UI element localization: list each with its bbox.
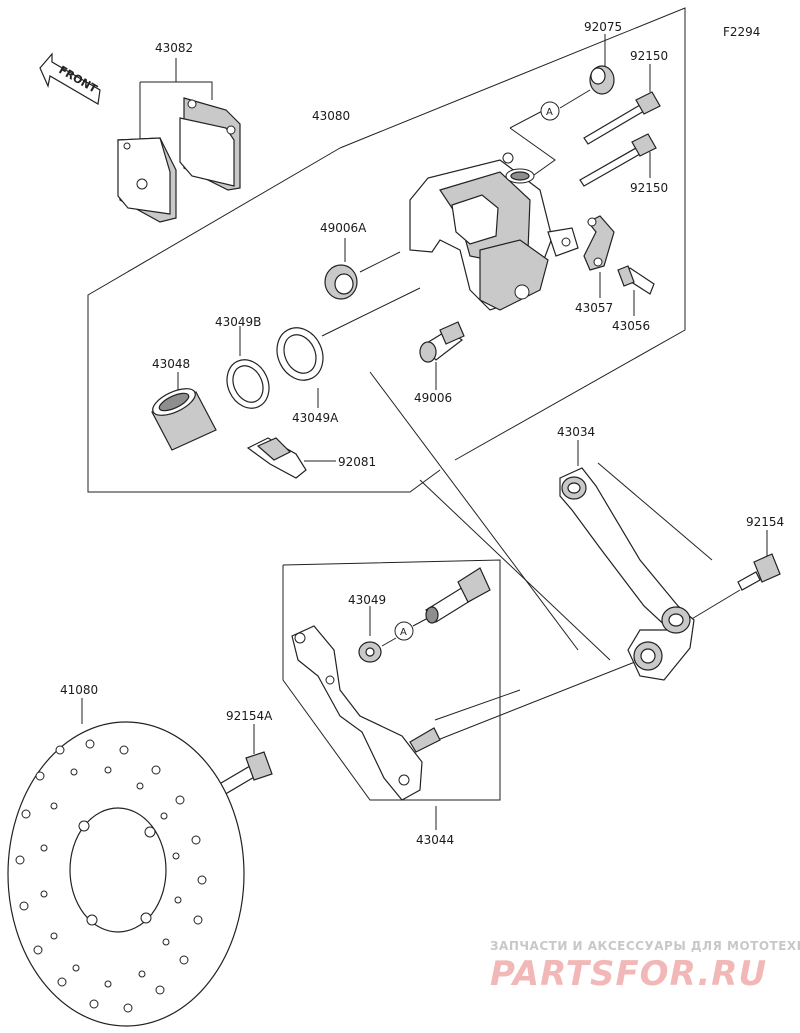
figure-code: F2294 [723,25,760,39]
front-direction-arrow: FRONT [39,52,101,105]
label-43049A: 43049A [292,411,339,425]
slide-pin [425,567,491,624]
label-43044: 43044 [416,833,454,847]
label-43049B: 43049B [215,315,261,329]
caliper-body [409,152,579,311]
label-43048: 43048 [152,357,190,371]
bolt-92154 [737,530,781,591]
bracket-assembly-frame [282,371,641,801]
label-92150-lower: 92150 [630,181,668,195]
bolt-49006 [419,321,465,390]
label-43056: 43056 [612,319,650,333]
label-43049: 43049 [348,593,386,607]
clip-43057 [583,215,615,298]
dust-seal-43049A [276,287,421,408]
watermark: ЗАПЧАСТИ И АКСЕССУАРЫ ДЛЯ МОТОТЕХНИКИ PA… [490,939,800,994]
brake-pads-43082 [117,58,241,223]
label-43057: 43057 [575,301,613,315]
pin-92150-lower [579,133,657,187]
watermark-tagline: ЗАПЧАСТИ И АКСЕССУАРЫ ДЛЯ МОТОТЕХНИКИ [490,939,800,953]
reference-mark-a-upper: A [540,89,591,121]
torque-link-43034 [559,440,695,681]
reference-mark-a-lower: A [394,617,429,641]
label-43082: 43082 [155,41,193,55]
boot-92075 [589,34,615,95]
seal-ring-43049B [226,326,270,409]
label-92081: 92081 [338,455,376,469]
seal-49006A [324,238,401,300]
label-49006A: 49006A [320,221,367,235]
bleeder-valve-43056 [617,265,655,316]
label-92075: 92075 [584,20,622,34]
label-43080: 43080 [312,109,350,123]
label-92154A: 92154A [226,709,273,723]
svg-text:A: A [546,107,553,118]
label-92150-upper: 92150 [630,49,668,63]
label-41080: 41080 [60,683,98,697]
spring-92081 [246,437,336,479]
brake-disc-41080 [7,698,245,1027]
label-92154: 92154 [746,515,784,529]
label-49006: 49006 [414,391,452,405]
piston-43048 [151,372,217,451]
label-43034: 43034 [557,425,595,439]
caliper-bracket-43044 [291,625,441,830]
torque-link-frame [597,462,741,621]
watermark-brand: PARTSFOR.RU [490,954,767,994]
washer-43049 [358,606,397,663]
pin-92150-upper [583,64,661,145]
svg-text:A: A [400,627,407,638]
